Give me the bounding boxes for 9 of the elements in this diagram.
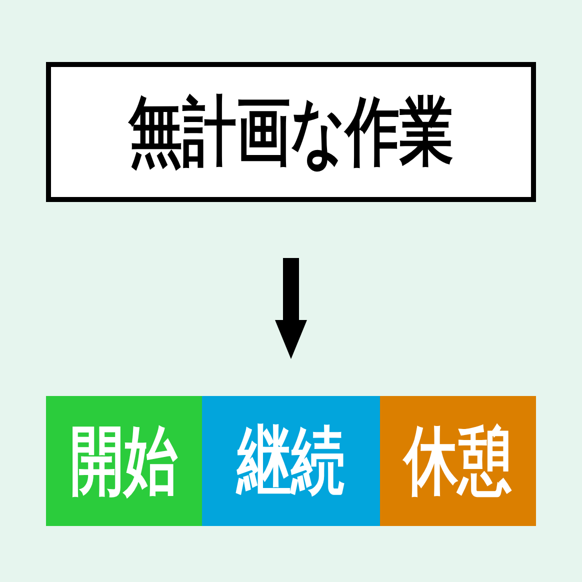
phase-label: 継続 bbox=[237, 424, 345, 498]
phase-block bbox=[202, 396, 380, 526]
phase-label: 開始 bbox=[70, 424, 178, 498]
process-label: 無計画な作業 bbox=[128, 94, 454, 170]
phase-label: 休憩 bbox=[404, 424, 512, 498]
phase-block bbox=[380, 396, 536, 526]
arrow bbox=[275, 258, 307, 359]
phase-block bbox=[46, 396, 202, 526]
process-box bbox=[46, 62, 536, 202]
